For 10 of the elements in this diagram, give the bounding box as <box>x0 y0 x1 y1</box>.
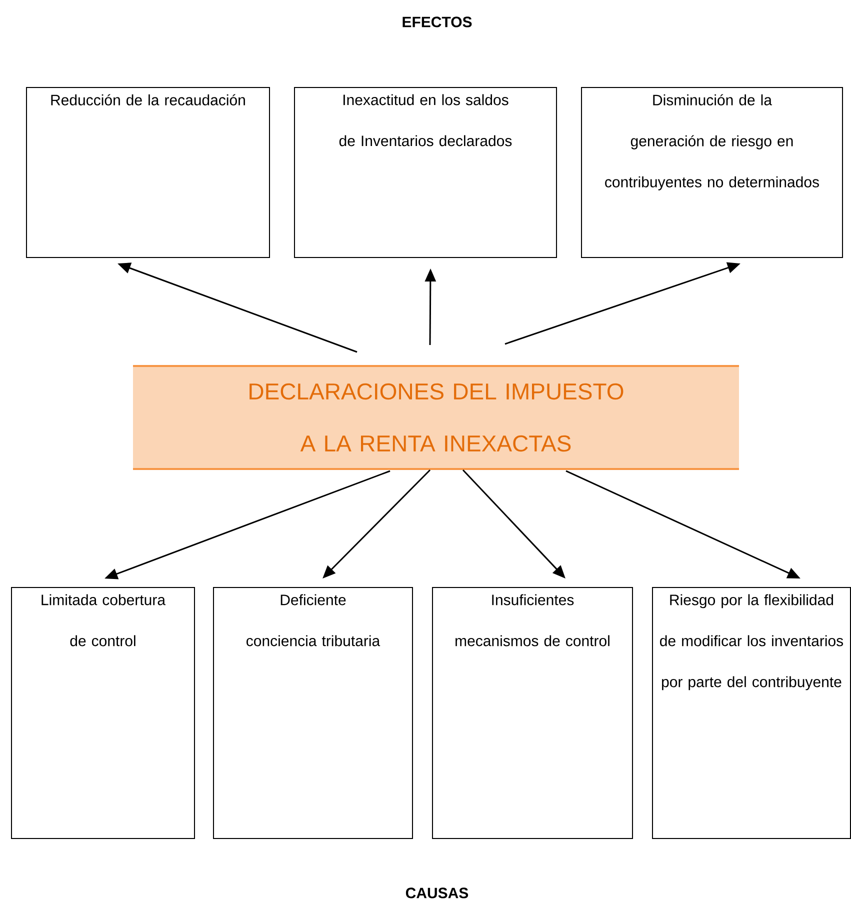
text-box: Disminución de la generación de riesgo en contribuyentes no determinados <box>581 87 843 258</box>
text-box: Inexactitud en los saldos de Inventarios declarados <box>294 87 557 258</box>
text-box: Insuficientes mecanismos de control <box>432 587 633 839</box>
problem-box: DECLARACIONES DEL IMPUESTO A LA RENTA INEXACTAS <box>133 365 739 470</box>
text-box: Reducción de la recaudación <box>26 87 270 258</box>
text-box: Riesgo por la flexibilidad de modificar los inventarios por parte del contribuyente <box>652 587 851 839</box>
section-heading: EFECTOS <box>402 16 472 28</box>
section-heading: CAUSAS <box>406 888 468 898</box>
text-box: Limitada cobertura de control <box>11 587 195 839</box>
text-box: Deficiente conciencia tributaria <box>213 587 413 839</box>
